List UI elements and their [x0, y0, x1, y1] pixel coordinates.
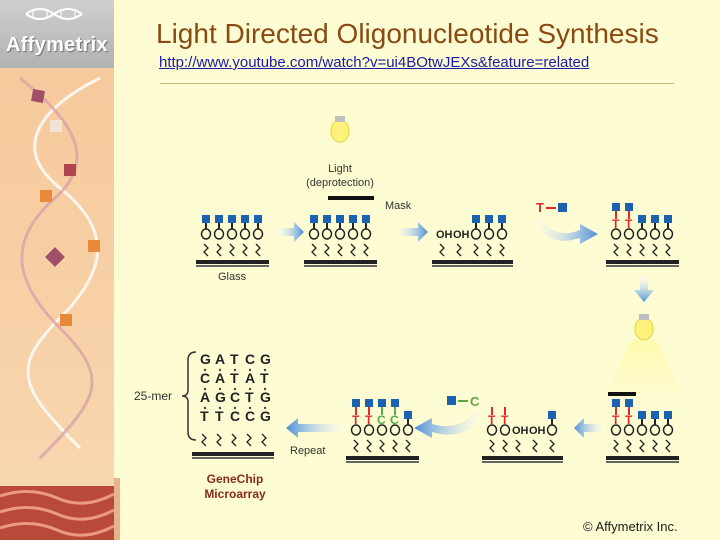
sidebar-footer-pattern [0, 486, 114, 540]
base-letter: C [230, 408, 240, 424]
base-letter: A [200, 389, 210, 405]
base-letter: G [215, 389, 226, 405]
arrow-left-icon [574, 418, 604, 438]
svg-text:OH: OH [512, 425, 529, 437]
oligo-group [196, 215, 269, 267]
svg-text:T: T [612, 217, 620, 231]
logo-text: Affymetrix [6, 34, 108, 56]
title-rule [160, 83, 674, 84]
svg-text:T: T [625, 413, 633, 427]
mer-label: 25-mer [134, 389, 172, 403]
repeat-label: Repeat [290, 445, 325, 457]
reagent-t-letter: T [536, 200, 544, 215]
protecting-group-icon [447, 396, 456, 405]
lightbulb-icon [602, 306, 686, 396]
copyright: © Affymetrix Inc. [583, 519, 678, 534]
base-letter: G [200, 351, 211, 367]
reagent-c-letter: C [470, 394, 480, 409]
glass-label: Glass [218, 271, 247, 283]
svg-text:OH: OH [529, 425, 546, 437]
base-letter: C [245, 408, 255, 424]
video-link[interactable]: http://www.youtube.com/watch?v=ui4BOtwJE… [159, 54, 590, 71]
svg-text:C: C [390, 413, 399, 427]
oligo-group [304, 196, 377, 267]
base-letter: G [260, 389, 271, 405]
deprotection-label: (deprotection) [306, 177, 374, 189]
light-label: Light [328, 163, 352, 175]
svg-text:T: T [365, 413, 373, 427]
svg-text:T: T [488, 413, 496, 427]
slide-title: Light Directed Oligonucleotide Synthesis [156, 18, 659, 49]
base-letter: T [230, 351, 239, 367]
logo-panel: Affymetrix [0, 0, 114, 68]
svg-text:T: T [352, 413, 360, 427]
base-letter: C [230, 389, 240, 405]
microarray-label: Microarray [204, 487, 266, 501]
base-letter: C [200, 370, 210, 386]
footer-strip [114, 478, 120, 540]
mask-label: Mask [385, 200, 412, 212]
svg-text:OH: OH [436, 229, 453, 241]
base-letter: T [230, 370, 239, 386]
base-letter: T [245, 389, 254, 405]
base-letter: T [200, 408, 209, 424]
protecting-group-icon [558, 203, 567, 212]
base-letter: T [215, 408, 224, 424]
genechip-label: GeneChip [207, 472, 264, 486]
dna-decoration [19, 76, 101, 460]
svg-text:OH: OH [453, 229, 470, 241]
curved-arrow-icon [414, 410, 484, 438]
svg-text:T: T [612, 413, 620, 427]
arrow-right-icon [396, 222, 428, 242]
lightbulb-icon [318, 108, 362, 152]
svg-text:T: T [501, 413, 509, 427]
arrow-right-icon [276, 222, 304, 242]
arrow-down-icon [634, 276, 654, 302]
base-letter: C [245, 351, 255, 367]
base-letter: G [260, 351, 271, 367]
base-letter: A [215, 351, 225, 367]
svg-text:T: T [625, 217, 633, 231]
base-letter: G [260, 408, 271, 424]
sidebar: Affymetrix [0, 0, 114, 540]
base-letter: A [245, 370, 255, 386]
curved-arrow-icon [534, 218, 598, 244]
base-letter: T [260, 370, 269, 386]
base-letter: A [215, 370, 225, 386]
arrow-left-icon [286, 418, 346, 438]
affymetrix-helix-icon [25, 8, 83, 20]
svg-text:C: C [377, 413, 386, 427]
bracket-icon [181, 351, 197, 441]
